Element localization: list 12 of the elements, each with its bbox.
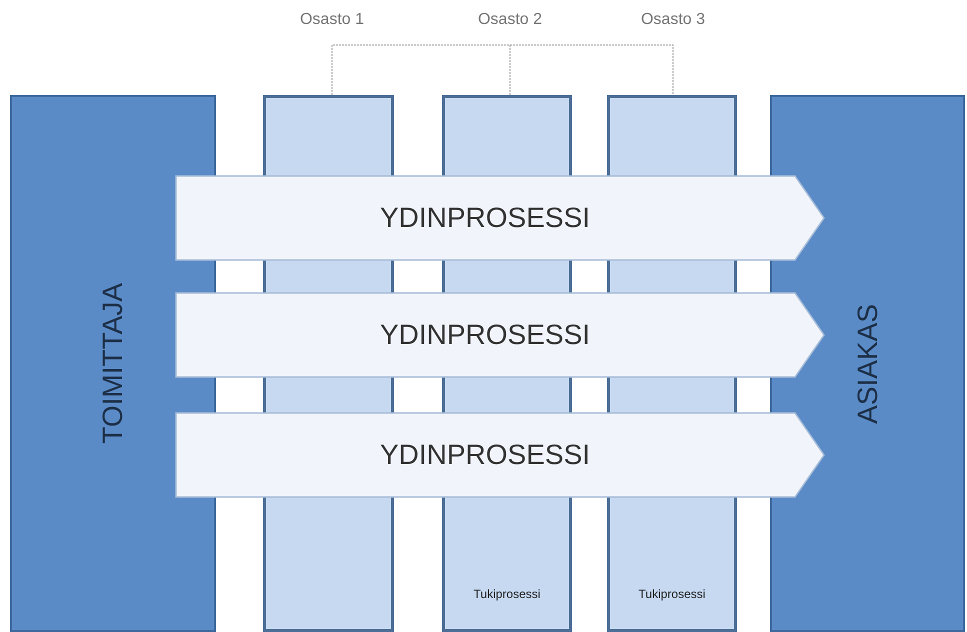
- process-label: YDINPROSESSI: [380, 438, 592, 472]
- department-label: Osasto 3: [640, 10, 706, 30]
- side-block: [10, 95, 216, 632]
- department-label: Osasto 1: [300, 10, 364, 30]
- column-label: Tukiprosessi: [474, 586, 540, 603]
- side-label: ASIAKAS: [850, 304, 884, 424]
- side-block: [770, 95, 965, 632]
- process-label: YDINPROSESSI: [380, 201, 592, 235]
- side-label: TOIMITTAJA: [96, 283, 129, 444]
- department-label: Osasto 2: [478, 10, 542, 30]
- process-label: YDINPROSESSI: [380, 318, 592, 352]
- column-label: Tukiprosessi: [638, 586, 706, 603]
